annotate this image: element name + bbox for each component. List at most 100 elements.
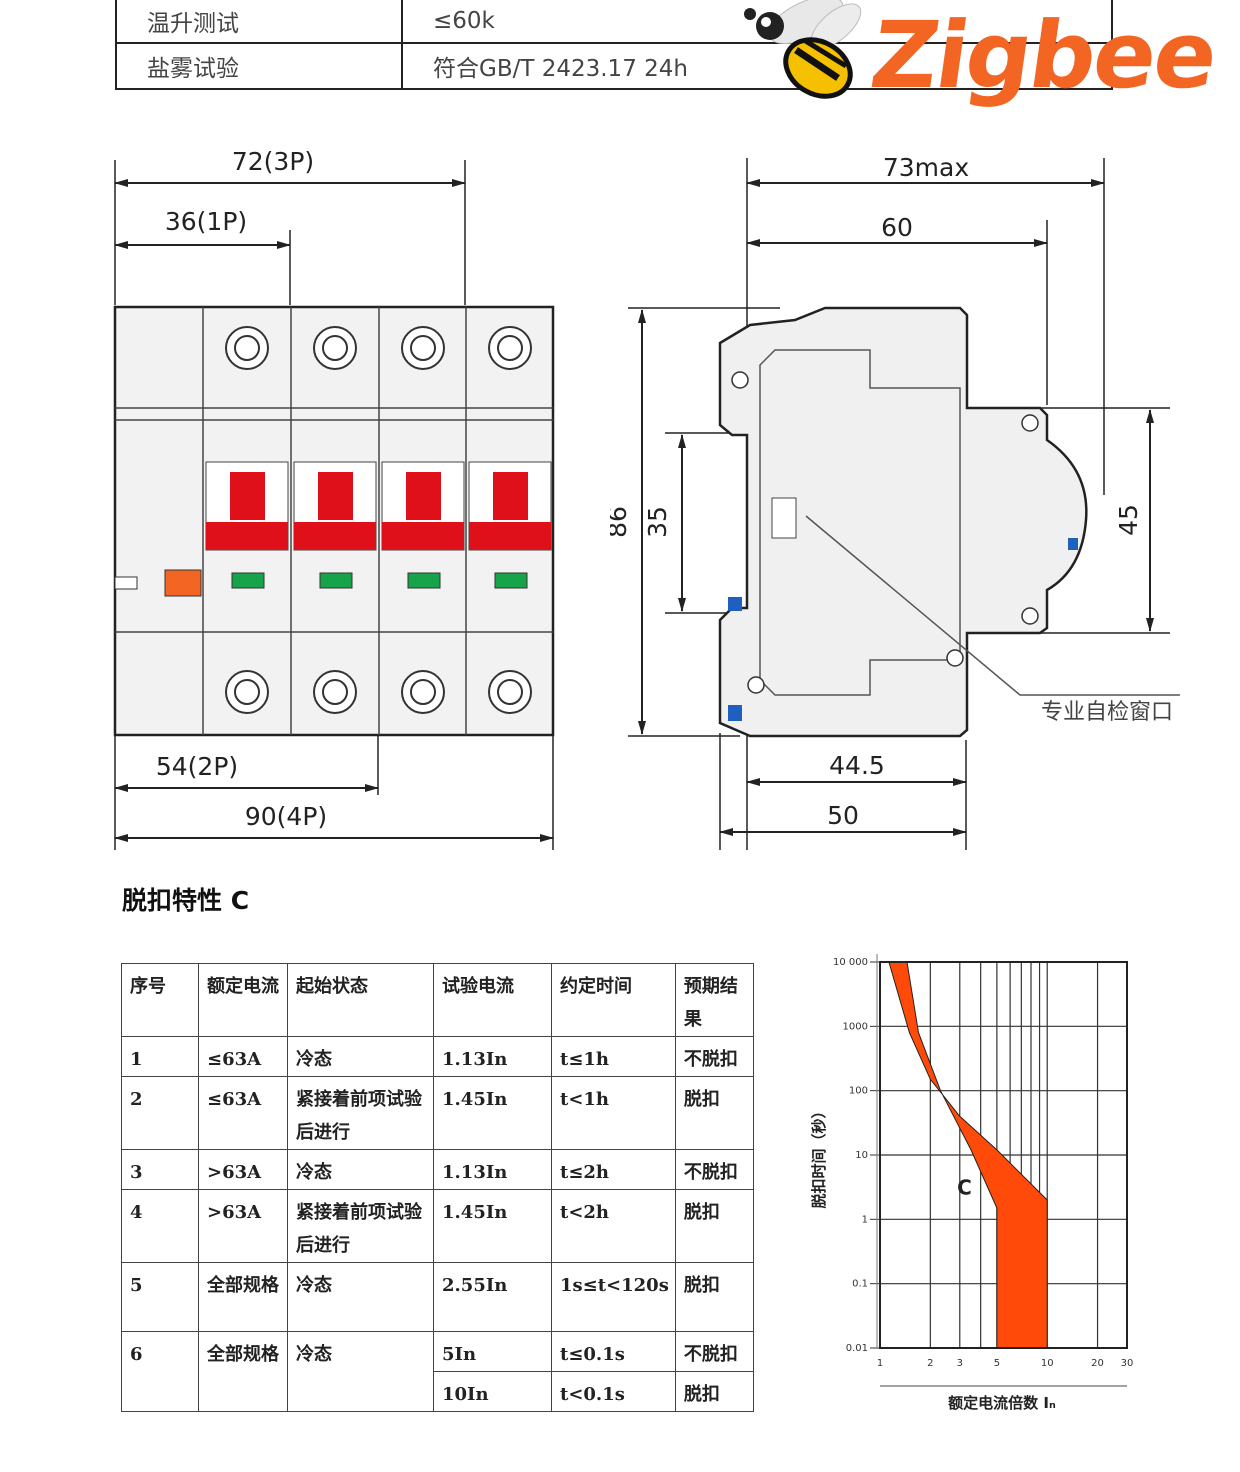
cell-current: 1.13In (433, 1149, 552, 1190)
table-row: 3 >63A 冷态 1.13In t≤2h 不脱扣 (121, 1149, 755, 1190)
table-row: 盐雾试验 符合GB/T 2423.17 24h (115, 42, 1113, 90)
table-row: 6 全部规格 冷态 5In t≤0.1s 不脱扣 (121, 1331, 755, 1412)
cell-time: 1s≤t<120s (551, 1262, 676, 1332)
cell-no: 5 (121, 1262, 199, 1332)
cell-time: t<0.1s (551, 1371, 676, 1412)
breaker-handles (205, 461, 552, 551)
cell-result: 不脱扣 (674, 1331, 755, 1372)
cell-result: 脱扣 (674, 1371, 755, 1412)
terminal-screws-top (225, 326, 532, 370)
column-header: 约定时间 (551, 963, 676, 1037)
trip-characteristics-table: 序号 额定电流 起始状态 试验电流 约定时间 预期结果 1 ≤63A 冷态 1.… (121, 963, 755, 1412)
cell-current: 2.55In (433, 1262, 552, 1332)
curve-label: C (957, 1176, 972, 1200)
cell-result: 脱扣 (674, 1189, 755, 1263)
cell-no: 2 (121, 1076, 199, 1150)
table-row: 10In t<0.1s 脱扣 (122, 1371, 755, 1412)
x-tick-label: 1 (877, 1358, 883, 1369)
spec-key: 温升测试 (115, 0, 403, 44)
bee-icon (744, 0, 862, 99)
cell-time: t≤0.1s (551, 1331, 676, 1372)
table-row: 温升测试 ≤60k (115, 0, 1113, 44)
cell-time: t≤2h (551, 1149, 676, 1190)
x-tick-label: 20 (1091, 1358, 1104, 1369)
cell-current: 5In (433, 1331, 552, 1372)
cell-time: t≤1h (551, 1036, 676, 1077)
table-row: 2 ≤63A 紧接着前项试验后进行 1.45In t<1h 脱扣 (121, 1076, 755, 1150)
table-header-row: 序号 额定电流 起始状态 试验电流 约定时间 预期结果 (121, 963, 755, 1037)
cell-no: 3 (121, 1149, 199, 1190)
cell-current: 10In (433, 1371, 552, 1412)
cell-state: 紧接着前项试验后进行 (287, 1189, 434, 1263)
dim-1p-label: 36(1P) (165, 207, 247, 236)
spec-value: 符合GB/T 2423.17 24h (401, 42, 1113, 90)
x-tick-label: 10 (1041, 1358, 1054, 1369)
dim-86-label: 86 (610, 506, 632, 538)
zigbee-logo: Zigbee (864, 2, 1223, 109)
dim-3p-label: 72(3P) (232, 150, 314, 176)
column-header: 试验电流 (433, 963, 552, 1037)
y-tick-label: 1000 (843, 1021, 868, 1032)
y-tick-label: 0.1 (852, 1279, 868, 1290)
cell-no: 4 (121, 1189, 199, 1263)
dim-45-label: 45 (1114, 504, 1143, 536)
cell-current: 1.13In (433, 1036, 552, 1077)
spec-value: ≤60k (401, 0, 1113, 44)
dim-44-5-label: 44.5 (829, 751, 885, 780)
cell-result: 脱扣 (674, 1262, 755, 1332)
terminal-screws-bottom (225, 670, 532, 714)
cell-rated: >63A (198, 1189, 288, 1263)
column-header: 预期结果 (674, 963, 755, 1037)
dim-50-label: 50 (827, 801, 859, 830)
cell-rated: 全部规格 (198, 1331, 288, 1412)
chart-xlabel: 额定电流倍数 Iₙ (948, 1394, 1056, 1412)
cell-no: 6 (121, 1331, 199, 1412)
front-view-drawing: 72(3P) 36(1P) 54(2P) 90(4P) (113, 150, 555, 850)
status-indicators (231, 572, 528, 589)
y-tick-label: 100 (849, 1086, 868, 1097)
cell-current: 1.45In (433, 1076, 552, 1150)
cell-rated: >63A (198, 1149, 288, 1190)
x-tick-label: 3 (957, 1358, 963, 1369)
spec-key: 盐雾试验 (115, 42, 403, 90)
table-row: 5 全部规格 冷态 2.55In 1s≤t<120s 脱扣 (121, 1262, 755, 1332)
cell-rated: 全部规格 (198, 1262, 288, 1332)
chart-ylabel: 脱扣时间（秒） (810, 1103, 828, 1208)
section-title: 脱扣特性 C (122, 886, 250, 915)
spec-table: 温升测试 ≤60k 盐雾试验 符合GB/T 2423.17 24h (115, 0, 1113, 90)
x-tick-label: 2 (927, 1358, 933, 1369)
side-view-drawing: 73max 60 86 35 45 44.5 50 专业自检窗口 (610, 153, 1180, 850)
cell-result: 不脱扣 (674, 1149, 755, 1190)
cell-no: 1 (121, 1036, 199, 1077)
dim-2p-label: 54(2P) (156, 752, 238, 781)
y-tick-label: 10 (855, 1150, 868, 1161)
trip-curve-chart: 0.01 0.1 1 10 100 1000 10 000 1 2 3 5 10 20 30 C 脱扣时间… (810, 954, 1134, 1412)
y-tick-label: 0.01 (846, 1343, 868, 1354)
dim-73max-label: 73max (883, 153, 969, 182)
cell-result: 脱扣 (674, 1076, 755, 1150)
y-tick-label: 1 (862, 1214, 868, 1225)
cell-state: 冷态 (287, 1149, 434, 1190)
cell-time: t<2h (551, 1189, 676, 1263)
cell-state: 紧接着前项试验后进行 (287, 1076, 434, 1150)
cell-state: 冷态 (287, 1262, 434, 1332)
column-header: 序号 (121, 963, 199, 1037)
cell-state: 冷态 (287, 1331, 434, 1412)
y-tick-label: 10 000 (833, 957, 868, 968)
column-header: 起始状态 (287, 963, 434, 1037)
dim-35-label: 35 (643, 506, 672, 538)
dim-4p-label: 90(4P) (245, 802, 327, 831)
cell-time: t<1h (551, 1076, 676, 1150)
cell-state: 冷态 (287, 1036, 434, 1077)
table-row: 4 >63A 紧接着前项试验后进行 1.45In t<2h 脱扣 (121, 1189, 755, 1263)
cell-current: 1.45In (433, 1189, 552, 1263)
test-button (164, 569, 202, 597)
x-tick-label: 5 (994, 1358, 1000, 1369)
cell-rated: ≤63A (198, 1076, 288, 1150)
window-callout-label: 专业自检窗口 (1041, 700, 1173, 725)
dim-60-label: 60 (881, 213, 913, 242)
table-row: 1 ≤63A 冷态 1.13In t≤1h 不脱扣 (121, 1036, 755, 1077)
self-check-window (771, 497, 797, 539)
x-tick-label: 30 (1121, 1358, 1134, 1369)
cell-rated: ≤63A (198, 1036, 288, 1077)
